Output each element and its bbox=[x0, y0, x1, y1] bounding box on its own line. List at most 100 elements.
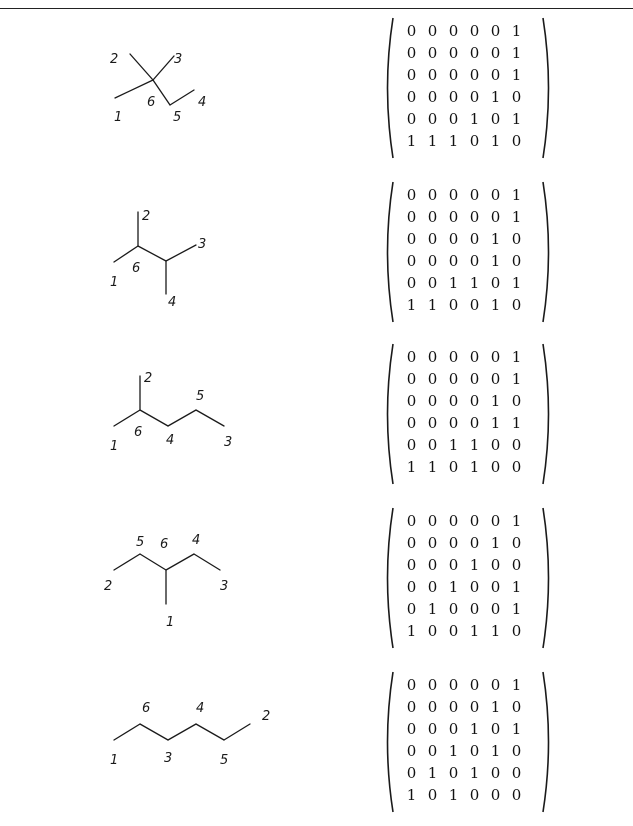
matrix-cell: 1 bbox=[406, 622, 417, 640]
matrix-cell: 0 bbox=[490, 208, 501, 226]
matrix-cell: 0 bbox=[406, 600, 417, 618]
bond bbox=[165, 553, 195, 571]
matrix-cell: 0 bbox=[427, 698, 438, 716]
left-parenthesis bbox=[381, 506, 395, 650]
molecule-structure: 5 6 4 2 3 1 bbox=[90, 504, 290, 654]
matrix-cell: 0 bbox=[511, 764, 522, 782]
matrix-cell: 0 bbox=[469, 186, 480, 204]
matrix-cell: 1 bbox=[427, 600, 438, 618]
matrix-cell: 0 bbox=[448, 348, 459, 366]
atom-label: 3 bbox=[224, 435, 232, 450]
matrix-cell: 0 bbox=[427, 578, 438, 596]
bond bbox=[167, 409, 197, 427]
matrix-cell: 1 bbox=[511, 370, 522, 388]
matrix-cell: 0 bbox=[469, 252, 480, 270]
matrix-cell: 1 bbox=[406, 296, 417, 314]
atom-label: 3 bbox=[164, 751, 172, 766]
matrix-cell: 0 bbox=[469, 22, 480, 40]
left-parenthesis bbox=[381, 342, 395, 486]
matrix-cell: 0 bbox=[427, 534, 438, 552]
matrix-cell: 1 bbox=[511, 186, 522, 204]
matrix-cell: 0 bbox=[490, 436, 501, 454]
molecule-structure: 2 5 6 4 1 3 bbox=[90, 340, 290, 490]
skeletal-formula-1: 2 3 6 1 5 4 bbox=[110, 52, 206, 125]
matrix-cell: 0 bbox=[490, 512, 501, 530]
matrix-cell: 0 bbox=[427, 392, 438, 410]
matrix-cell: 0 bbox=[448, 720, 459, 738]
matrix-cell: 1 bbox=[448, 132, 459, 150]
bond bbox=[113, 723, 141, 741]
matrix-cell: 0 bbox=[427, 22, 438, 40]
matrix-cell: 1 bbox=[469, 274, 480, 292]
matrix-cell: 1 bbox=[490, 88, 501, 106]
left-parenthesis bbox=[381, 670, 395, 814]
matrix-cell: 0 bbox=[427, 66, 438, 84]
matrix-cell: 1 bbox=[427, 458, 438, 476]
matrix-cell: 0 bbox=[448, 392, 459, 410]
bond bbox=[195, 723, 225, 741]
matrix-cell: 0 bbox=[406, 370, 417, 388]
atom-label: 1 bbox=[166, 615, 174, 630]
matrix-cell: 0 bbox=[406, 110, 417, 128]
matrix-cell: 1 bbox=[490, 392, 501, 410]
matrix-cell: 0 bbox=[448, 22, 459, 40]
atom-label: 1 bbox=[110, 275, 118, 290]
matrix-cell: 1 bbox=[511, 600, 522, 618]
matrix-cell: 0 bbox=[406, 208, 417, 226]
bond bbox=[129, 53, 154, 81]
matrix-cell: 1 bbox=[406, 132, 417, 150]
matrix-cell: 0 bbox=[448, 698, 459, 716]
matrix-cell: 0 bbox=[427, 348, 438, 366]
matrix-cell: 1 bbox=[427, 296, 438, 314]
atom-label: 1 bbox=[110, 439, 118, 454]
matrix-cell: 0 bbox=[490, 786, 501, 804]
matrix-cell: 0 bbox=[490, 578, 501, 596]
matrix-cell: 1 bbox=[490, 534, 501, 552]
matrix-cell: 0 bbox=[469, 132, 480, 150]
matrix-cell: 0 bbox=[427, 556, 438, 574]
matrix-cell: 0 bbox=[427, 370, 438, 388]
matrix-cell: 0 bbox=[448, 600, 459, 618]
matrix-cell: 0 bbox=[469, 370, 480, 388]
matrix-cell: 1 bbox=[511, 578, 522, 596]
bond bbox=[137, 245, 167, 262]
matrix-cell: 0 bbox=[406, 578, 417, 596]
matrix-cell: 1 bbox=[511, 348, 522, 366]
atom-label: 2 bbox=[142, 209, 150, 224]
matrix-cell: 0 bbox=[469, 414, 480, 432]
matrix-cell: 1 bbox=[448, 274, 459, 292]
left-parenthesis bbox=[381, 180, 395, 324]
matrix-cell: 1 bbox=[490, 296, 501, 314]
matrix-cell: 0 bbox=[490, 764, 501, 782]
bond bbox=[152, 79, 171, 106]
matrix-cell: 0 bbox=[490, 22, 501, 40]
atom-label: 3 bbox=[220, 579, 228, 594]
bond bbox=[114, 79, 154, 99]
matrix-cell: 0 bbox=[448, 458, 459, 476]
bond bbox=[152, 55, 175, 81]
matrix-cell: 1 bbox=[511, 66, 522, 84]
skeletal-formula-4: 5 6 4 2 3 1 bbox=[104, 533, 228, 630]
bond bbox=[193, 553, 221, 571]
matrix-cell: 0 bbox=[448, 208, 459, 226]
matrix-cell: 0 bbox=[469, 786, 480, 804]
matrix-cell: 0 bbox=[511, 698, 522, 716]
matrix-cell: 0 bbox=[448, 230, 459, 248]
matrix-cell: 0 bbox=[511, 392, 522, 410]
matrix-cell: 0 bbox=[469, 600, 480, 618]
matrix-cell: 0 bbox=[406, 742, 417, 760]
matrix-cell: 0 bbox=[427, 110, 438, 128]
matrix-cell: 1 bbox=[469, 556, 480, 574]
matrix-cell: 0 bbox=[490, 110, 501, 128]
matrix-cell: 1 bbox=[448, 436, 459, 454]
matrix-cell: 0 bbox=[511, 296, 522, 314]
matrix-cell: 0 bbox=[469, 578, 480, 596]
matrix-cell: 0 bbox=[427, 622, 438, 640]
matrix-cell: 0 bbox=[490, 370, 501, 388]
matrix-cell: 0 bbox=[406, 230, 417, 248]
